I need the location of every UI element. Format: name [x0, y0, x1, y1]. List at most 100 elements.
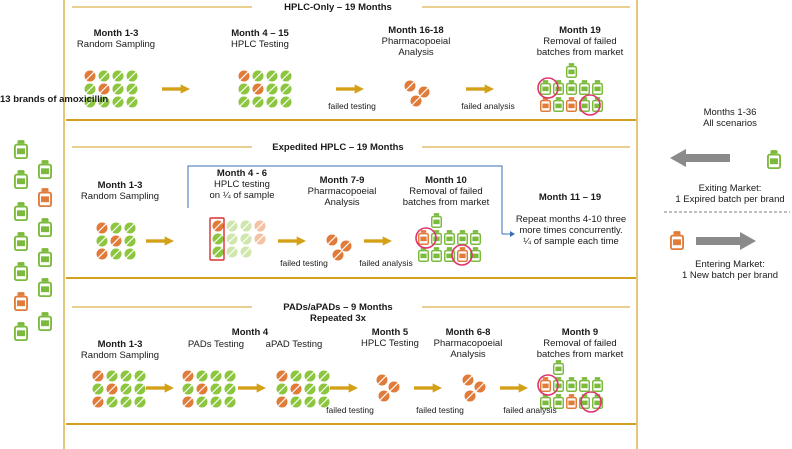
expedited-step5-desc: Repeat months 4-10 three more times conc… [515, 214, 627, 247]
expedited-market-bottle [431, 247, 442, 262]
pads-sampling-pill [106, 370, 118, 382]
expedited-testing-pill [212, 233, 224, 245]
hplc-only-analysis-pill [404, 80, 416, 92]
hplc-only-sampling-pill [98, 70, 110, 82]
expedited-arrow-3 [364, 236, 392, 246]
pads-pads-testing-pill [182, 396, 194, 408]
pads-sampling-pill [106, 383, 118, 395]
pads-pads-testing-pill [224, 370, 236, 382]
hplc-only-step1-desc: Random Sampling [76, 39, 156, 50]
exiting-arrow-head [670, 149, 686, 167]
pads-step3-desc: aPAD Testing [265, 339, 323, 350]
pads-apad-testing-pill [290, 370, 302, 382]
expedited-failed-circle [451, 244, 473, 266]
hplc-only-step4-desc: Removal of failed batches from market [536, 36, 624, 58]
pads-sampling-pill [92, 383, 104, 395]
pads-sampling-pill [106, 396, 118, 408]
expedited-market-bottle [457, 230, 468, 245]
expedited-market-bottle [470, 230, 481, 245]
expedited-failed-analysis: failed analysis [359, 258, 413, 268]
brand-bottle-icon [14, 322, 28, 341]
expedited-quarter-sample-box [209, 217, 225, 261]
expedited-repeat-arrowhead [510, 231, 515, 237]
pads-pads-testing-pill [182, 383, 194, 395]
expedited-failed-testing: failed testing [280, 258, 328, 268]
hplc-only-testing-pill [238, 96, 250, 108]
pads-step5-desc: Pharmacopoeial Analysis [433, 338, 503, 360]
hplc-only-analysis-pill [410, 95, 422, 107]
expedited-sampling-pill [110, 248, 122, 260]
hplc-only-testing-pill [252, 83, 264, 95]
expedited-testing-pill [212, 246, 224, 258]
pads-sampling-pill [134, 383, 146, 395]
pads-step4-month: Month 5 [371, 327, 409, 338]
pads-apad-testing-pill [276, 383, 288, 395]
entering-bottle-icon [670, 231, 684, 250]
pads-sampling-pill [120, 383, 132, 395]
pads-pads-testing-pill [196, 396, 208, 408]
hplc-only-market-bottle [579, 80, 590, 95]
pads-pads-testing-pill [182, 370, 194, 382]
pads-arrow-2 [238, 383, 266, 393]
expedited-arrow-2 [278, 236, 306, 246]
brand-bottle-icon [14, 140, 28, 159]
brand-bottle-icon [38, 188, 52, 207]
pads-apad-testing-pill [290, 396, 302, 408]
hplc-only-step4-month: Month 19 [559, 25, 601, 36]
expedited-repeat-bracket [187, 165, 503, 234]
entering-label: Entering Market: 1 New batch per brand [681, 259, 779, 281]
hplc-only-market-bottle [592, 80, 603, 95]
pads-apad-testing-pill [318, 370, 330, 382]
expedited-testing-pill [226, 233, 238, 245]
expedited-market-bottle [444, 230, 455, 245]
pads-subtitle: Repeated 3x [310, 313, 366, 324]
pads-step1-month: Month 1-3 [97, 339, 143, 350]
expedited-analysis-pill [326, 234, 338, 246]
hplc-only-market-bottle [566, 97, 577, 112]
hplc-only-arrow-3 [466, 84, 494, 94]
expedited-testing-pill [212, 220, 224, 232]
expedited-step4-month: Month 10 [425, 175, 467, 186]
pads-hplc-pill [376, 374, 388, 386]
hplc-only-sampling-pill [126, 70, 138, 82]
pads-arrow-5 [500, 383, 528, 393]
expedited-sampling-pill [124, 222, 136, 234]
pads-pads-testing-pill [210, 396, 222, 408]
pads-hplc-pill [388, 381, 400, 393]
expedited-sampling-pill [110, 222, 122, 234]
pads-pads-testing-pill [224, 383, 236, 395]
expedited-analysis-pill [340, 240, 352, 252]
expedited-sampling-pill [110, 235, 122, 247]
exiting-bottle-icon [767, 150, 781, 169]
hplc-only-testing-pill [280, 83, 292, 95]
hplc-only-testing-pill [252, 70, 264, 82]
hplc-only-market-bottle [540, 80, 551, 95]
expedited-sampling-pill [96, 222, 108, 234]
hplc-only-market-bottle [540, 97, 551, 112]
expedited-market-bottle [431, 213, 442, 228]
expedited-testing-pill [226, 246, 238, 258]
hplc-only-market-bottle [566, 80, 577, 95]
pads-analysis-pill [462, 374, 474, 386]
pads-failed-testing-1: failed testing [326, 405, 374, 415]
expedited-step2-desc: HPLC testing on ¼ of sample [209, 179, 275, 201]
expedited-market-bottle [457, 247, 468, 262]
pads-arrow-1 [146, 383, 174, 393]
left-title: 13 brands of amoxicillin [0, 94, 109, 105]
brand-bottle-icon [14, 292, 28, 311]
expedited-arrow-1 [146, 236, 174, 246]
pads-pads-testing-pill [224, 396, 236, 408]
exiting-arrow-shaft [686, 154, 730, 162]
pads-arrow-4 [414, 383, 442, 393]
pads-apad-testing-pill [290, 383, 302, 395]
hplc-only-testing-pill [266, 70, 278, 82]
hplc-only-step1-month: Month 1-3 [93, 28, 139, 39]
expedited-step1-month: Month 1-3 [97, 180, 143, 191]
entering-arrow-head [740, 232, 756, 250]
hplc-only-testing-pill [252, 96, 264, 108]
pads-market-bottle [566, 394, 577, 409]
exiting-label: Exiting Market: 1 Expired batch per bran… [675, 183, 785, 205]
expedited-sampling-pill [96, 248, 108, 260]
